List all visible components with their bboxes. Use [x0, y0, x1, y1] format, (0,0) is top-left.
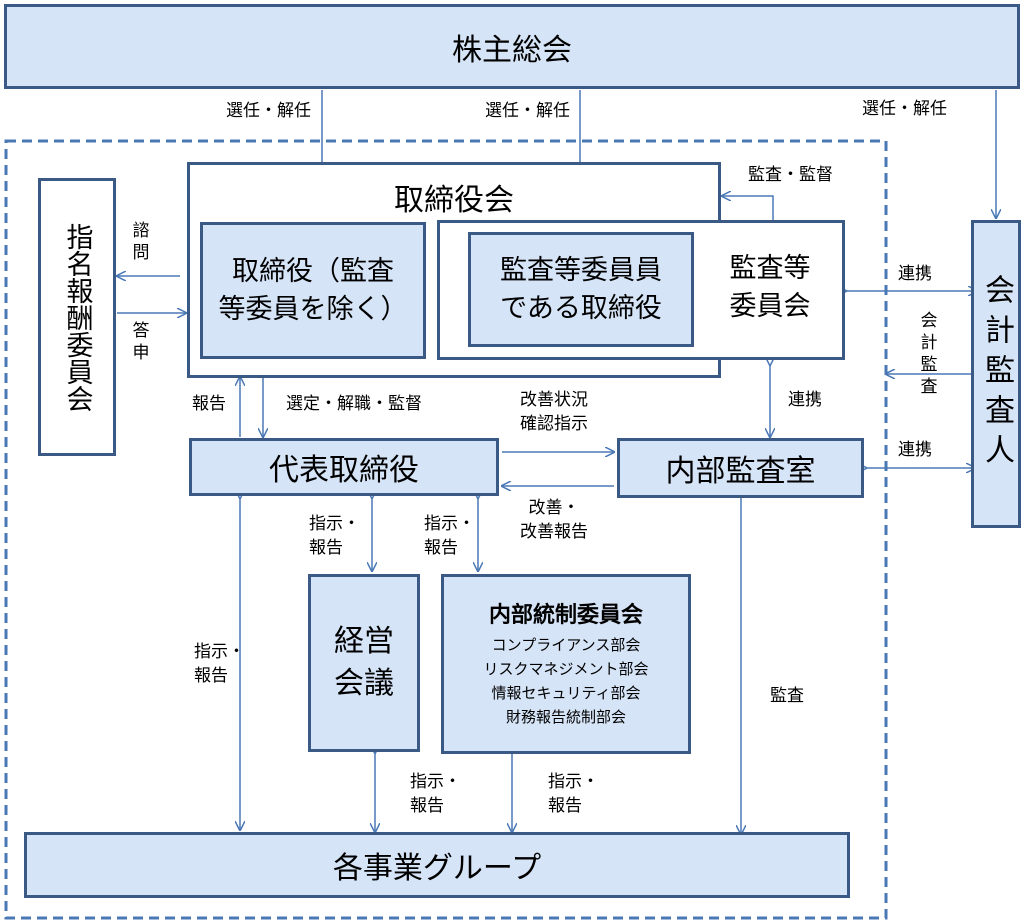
improve-label: 改善・ 改善報告	[520, 498, 588, 542]
directors-label: 取締役（監査 等委員を除く）	[218, 255, 408, 325]
internal-audit-label: 内部監査室	[665, 454, 816, 489]
coop-label-3: 連携	[898, 440, 932, 460]
accounting-auditor-box: 会計監査人	[971, 220, 1021, 528]
nomination-committee-box: 指名報酬委員会	[38, 178, 116, 456]
ceo-label: 代表取締役	[269, 453, 419, 488]
board-label: 取締役会	[394, 183, 514, 218]
shareholders-meeting-box: 株主総会	[4, 4, 1020, 89]
ceo-box: 代表取締役	[189, 438, 499, 496]
select-label: 選定・解職・監督	[286, 394, 422, 414]
instr-label-ic: 指示・ 報告	[424, 514, 475, 558]
report-back-label: 答 申	[132, 321, 150, 363]
internal-control-committee-box: 内部統制委員会 コンプライアンス部会 リスクマネジメント部会 情報セキュリティ部…	[441, 574, 691, 754]
consult-label: 諮 問	[132, 221, 150, 263]
audit-supervise-label: 監査・監督	[748, 165, 833, 185]
improve-status-label: 改善状況 確認指示	[520, 390, 588, 434]
elect-label-1: 選任・解任	[226, 101, 311, 121]
coop-label-2: 連携	[788, 390, 822, 410]
business-groups-label: 各事業グループ	[332, 851, 542, 886]
directors-box: 取締役（監査 等委員を除く）	[200, 222, 426, 359]
report-label: 報告	[192, 394, 226, 414]
ic-sub-finreport: 財務報告統制部会	[505, 708, 626, 726]
ic-sub-compliance: コンプライアンス部会	[491, 636, 641, 654]
accounting-auditor-label: 会計監査人	[979, 274, 1014, 474]
instr-label-left: 指示・ 報告	[194, 642, 245, 686]
coop-label-1: 連携	[898, 264, 932, 284]
instr-label-mgmt-biz: 指示・ 報告	[410, 772, 461, 816]
instr-label-mgmt: 指示・ 報告	[309, 514, 360, 558]
business-groups-box: 各事業グループ	[24, 832, 850, 898]
audit-supervise-arrow	[722, 196, 774, 222]
ic-sub-risk: リスクマネジメント部会	[483, 660, 649, 678]
audit-directors-label: 監査等委員員 である取締役	[500, 254, 662, 324]
accounting-audit-label: 会 計 監 査	[920, 311, 938, 397]
audit-committee-label: 監査等 委員会	[729, 253, 811, 322]
ic-sub-infosec: 情報セキュリティ部会	[491, 684, 641, 702]
audit-label: 監査	[770, 686, 804, 706]
company-boundary	[4, 139, 888, 920]
internal-audit-box: 内部監査室	[617, 438, 864, 498]
shareholders-meeting-label: 株主総会	[452, 32, 572, 68]
management-council-label: 経営 会議	[334, 624, 394, 701]
management-council-box: 経営 会議	[308, 574, 420, 752]
audit-directors-box: 監査等委員員 である取締役	[468, 232, 694, 347]
nomination-committee-label: 指名報酬委員会	[61, 222, 93, 412]
elect-label-3: 選任・解任	[862, 99, 947, 119]
ic-committee-title: 内部統制委員会	[488, 603, 643, 628]
instr-label-ic-biz: 指示・ 報告	[548, 772, 599, 816]
elect-label-2: 選任・解任	[485, 101, 570, 121]
